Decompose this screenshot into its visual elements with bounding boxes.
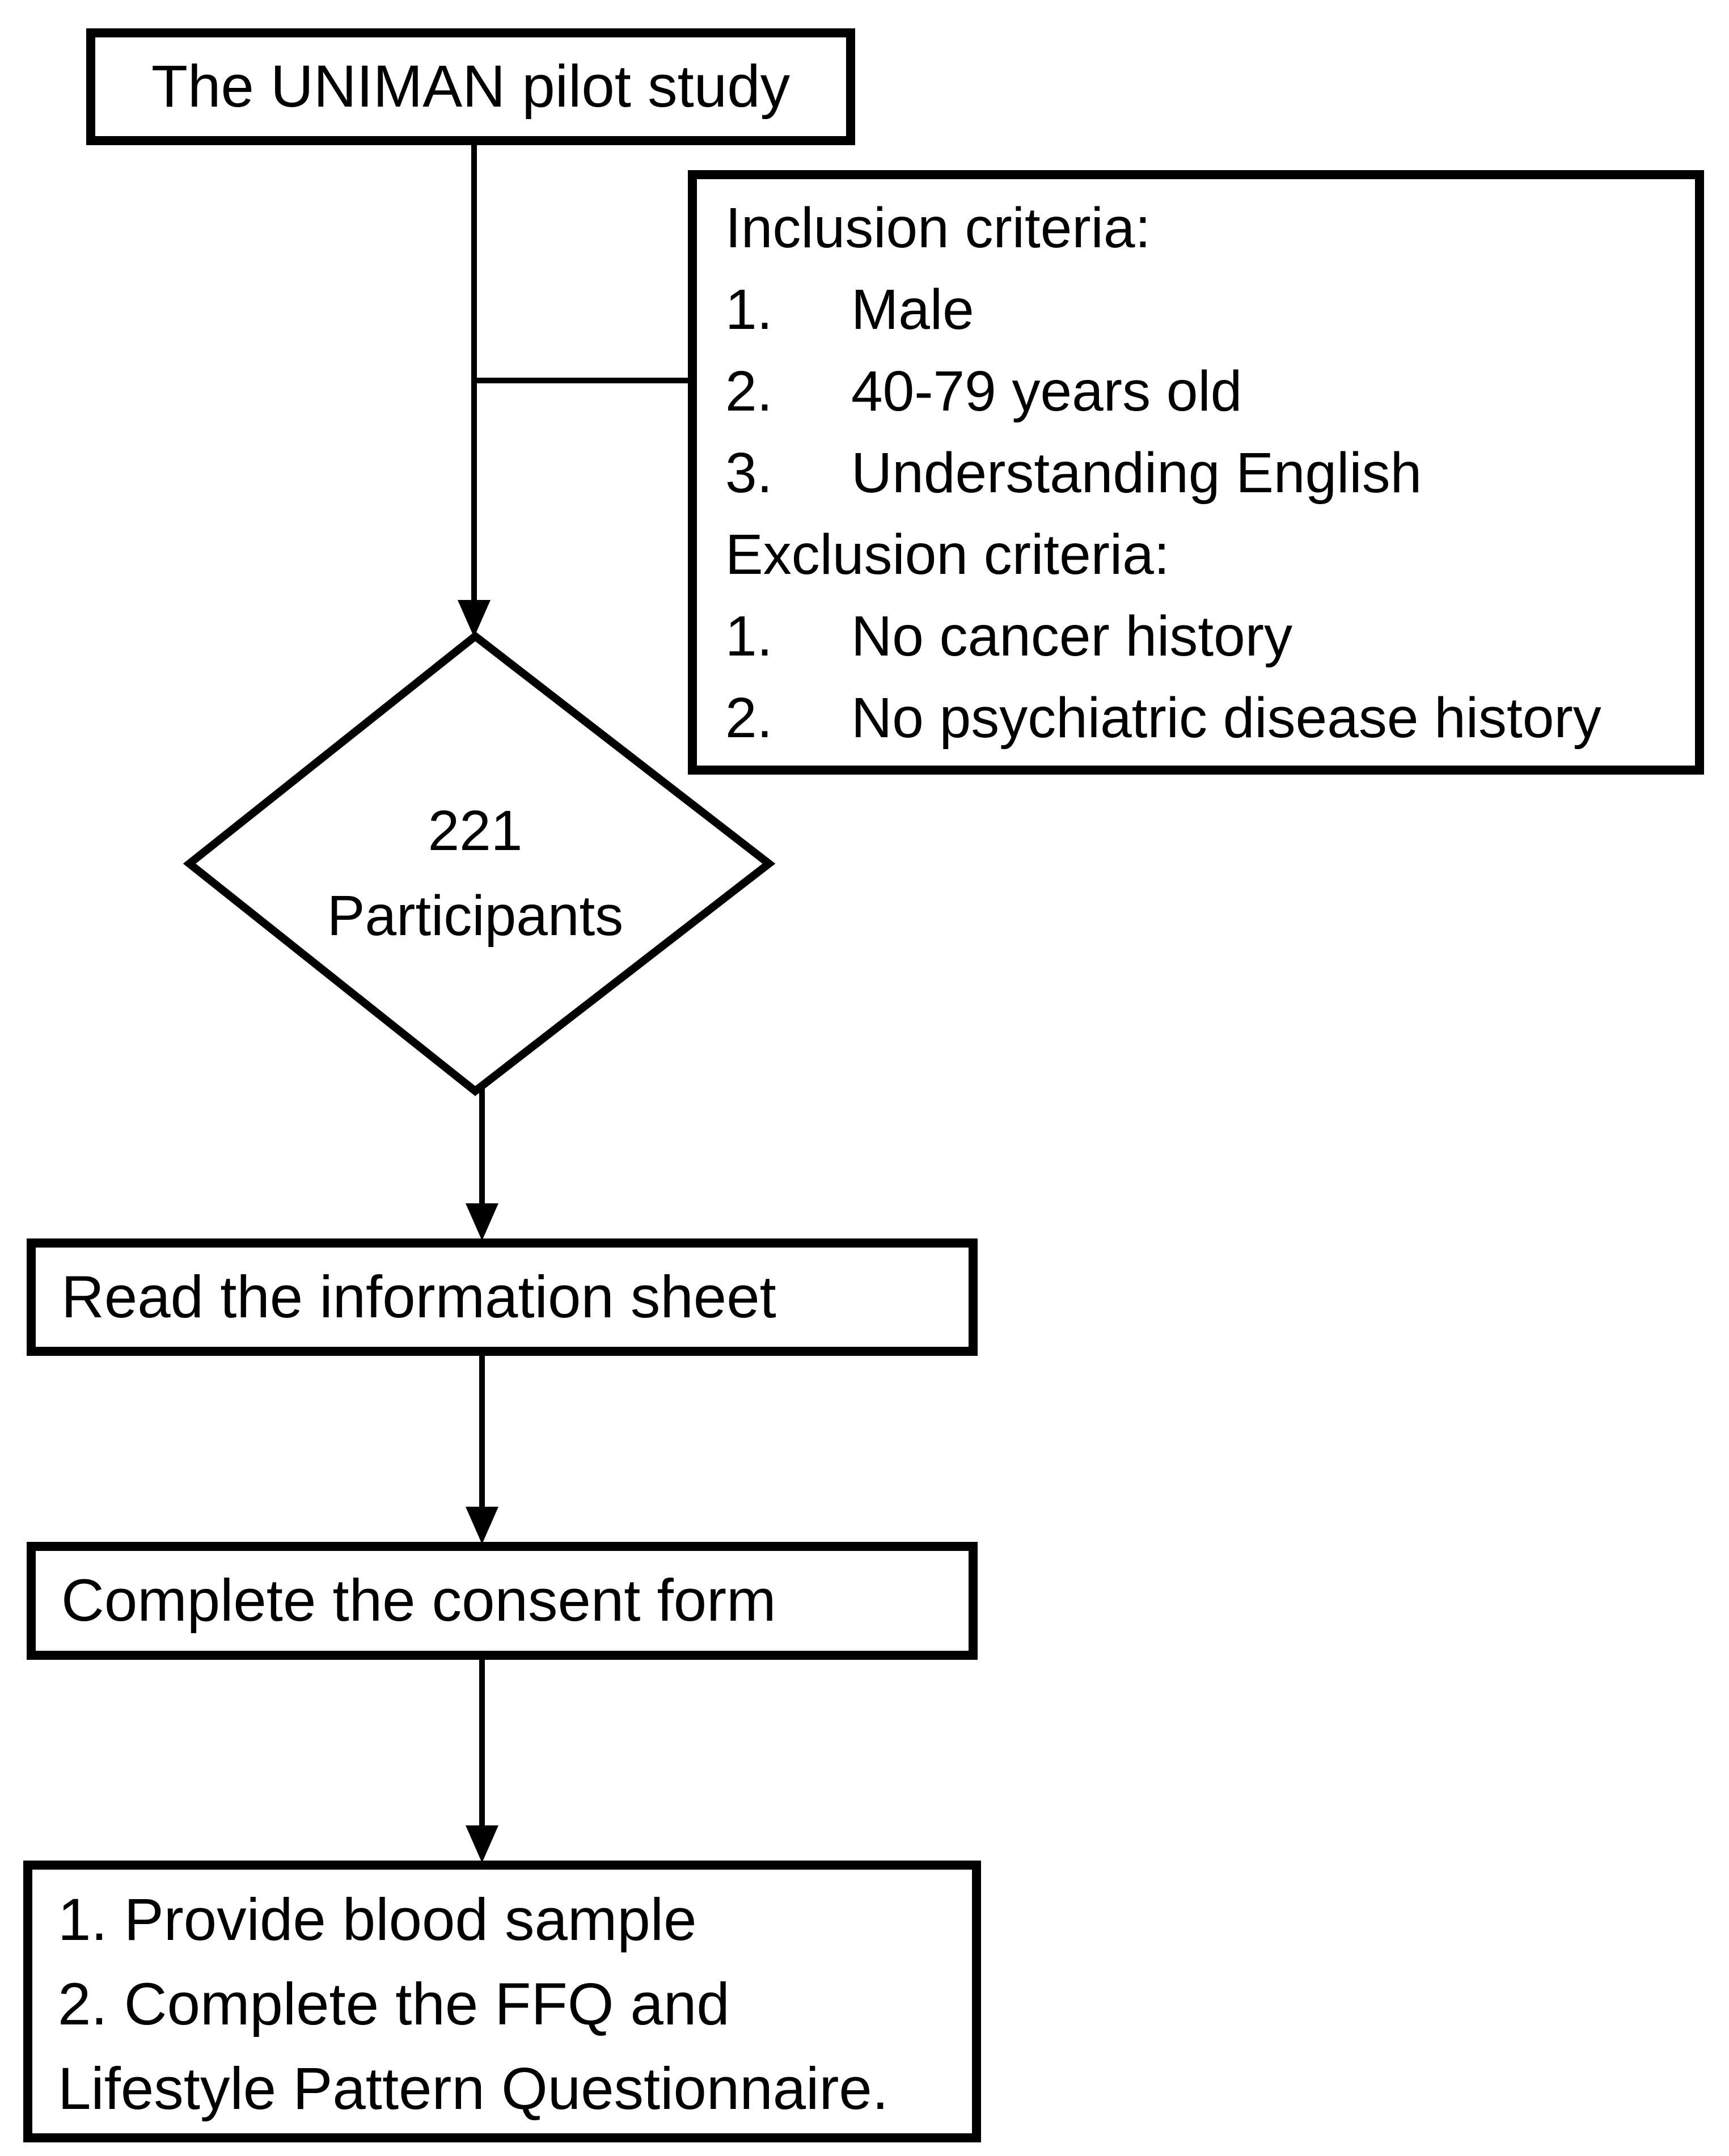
title-box: The UNIMAN pilot study (86, 28, 855, 145)
final-box-line: Lifestyle Pattern Questionnaire. (58, 2056, 889, 2122)
final-box-line: 1. Provide blood sample (58, 1887, 697, 1953)
arrowhead-down-icon (466, 1825, 498, 1863)
participants-diamond: 221 Participants (192, 638, 759, 1092)
criteria-exclusion-header: Exclusion criteria: (725, 523, 1170, 586)
title-box-label: The UNIMAN pilot study (151, 53, 790, 120)
criteria-item-number: 1. (725, 604, 773, 668)
arrowhead-down-icon (458, 600, 491, 637)
criteria-item-text: No cancer history (851, 604, 1293, 668)
criteria-box: Inclusion criteria: 1. Male 2. 40-79 yea… (688, 170, 1704, 775)
criteria-item-text: 40-79 years old (851, 360, 1242, 423)
criteria-inclusion-header: Inclusion criteria: (725, 196, 1151, 260)
criteria-item: 2. 40-79 years old (725, 350, 1689, 432)
diamond-shape (183, 631, 776, 1096)
criteria-item: 3. Understanding English (725, 432, 1689, 514)
criteria-item-number: 3. (725, 441, 773, 505)
arrowhead-down-icon (466, 1507, 498, 1544)
step-box-label: Read the information sheet (61, 1263, 776, 1330)
criteria-item-text: No psychiatric disease history (851, 686, 1601, 750)
step-box-label: Complete the consent form (61, 1567, 776, 1634)
step-box-read-information-sheet: Read the information sheet (27, 1238, 978, 1356)
criteria-item-number: 2. (725, 360, 773, 423)
criteria-item: 1. Male (725, 269, 1689, 350)
arrowhead-down-icon (466, 1203, 498, 1241)
participants-label: Participants (327, 884, 624, 948)
criteria-item-number: 1. (725, 278, 773, 341)
criteria-item-text: Understanding English (851, 441, 1422, 505)
final-box-line: 2. Complete the FFQ and (58, 1971, 730, 2037)
step-box-complete-consent-form: Complete the consent form (27, 1542, 978, 1660)
criteria-item-number: 2. (725, 686, 773, 750)
participants-count: 221 (428, 799, 523, 863)
criteria-item: 1. No cancer history (725, 595, 1689, 677)
criteria-item: 2. No psychiatric disease history (725, 677, 1689, 759)
criteria-item-text: Male (851, 278, 974, 341)
final-box: 1. Provide blood sample 2. Complete the … (23, 1861, 981, 2142)
